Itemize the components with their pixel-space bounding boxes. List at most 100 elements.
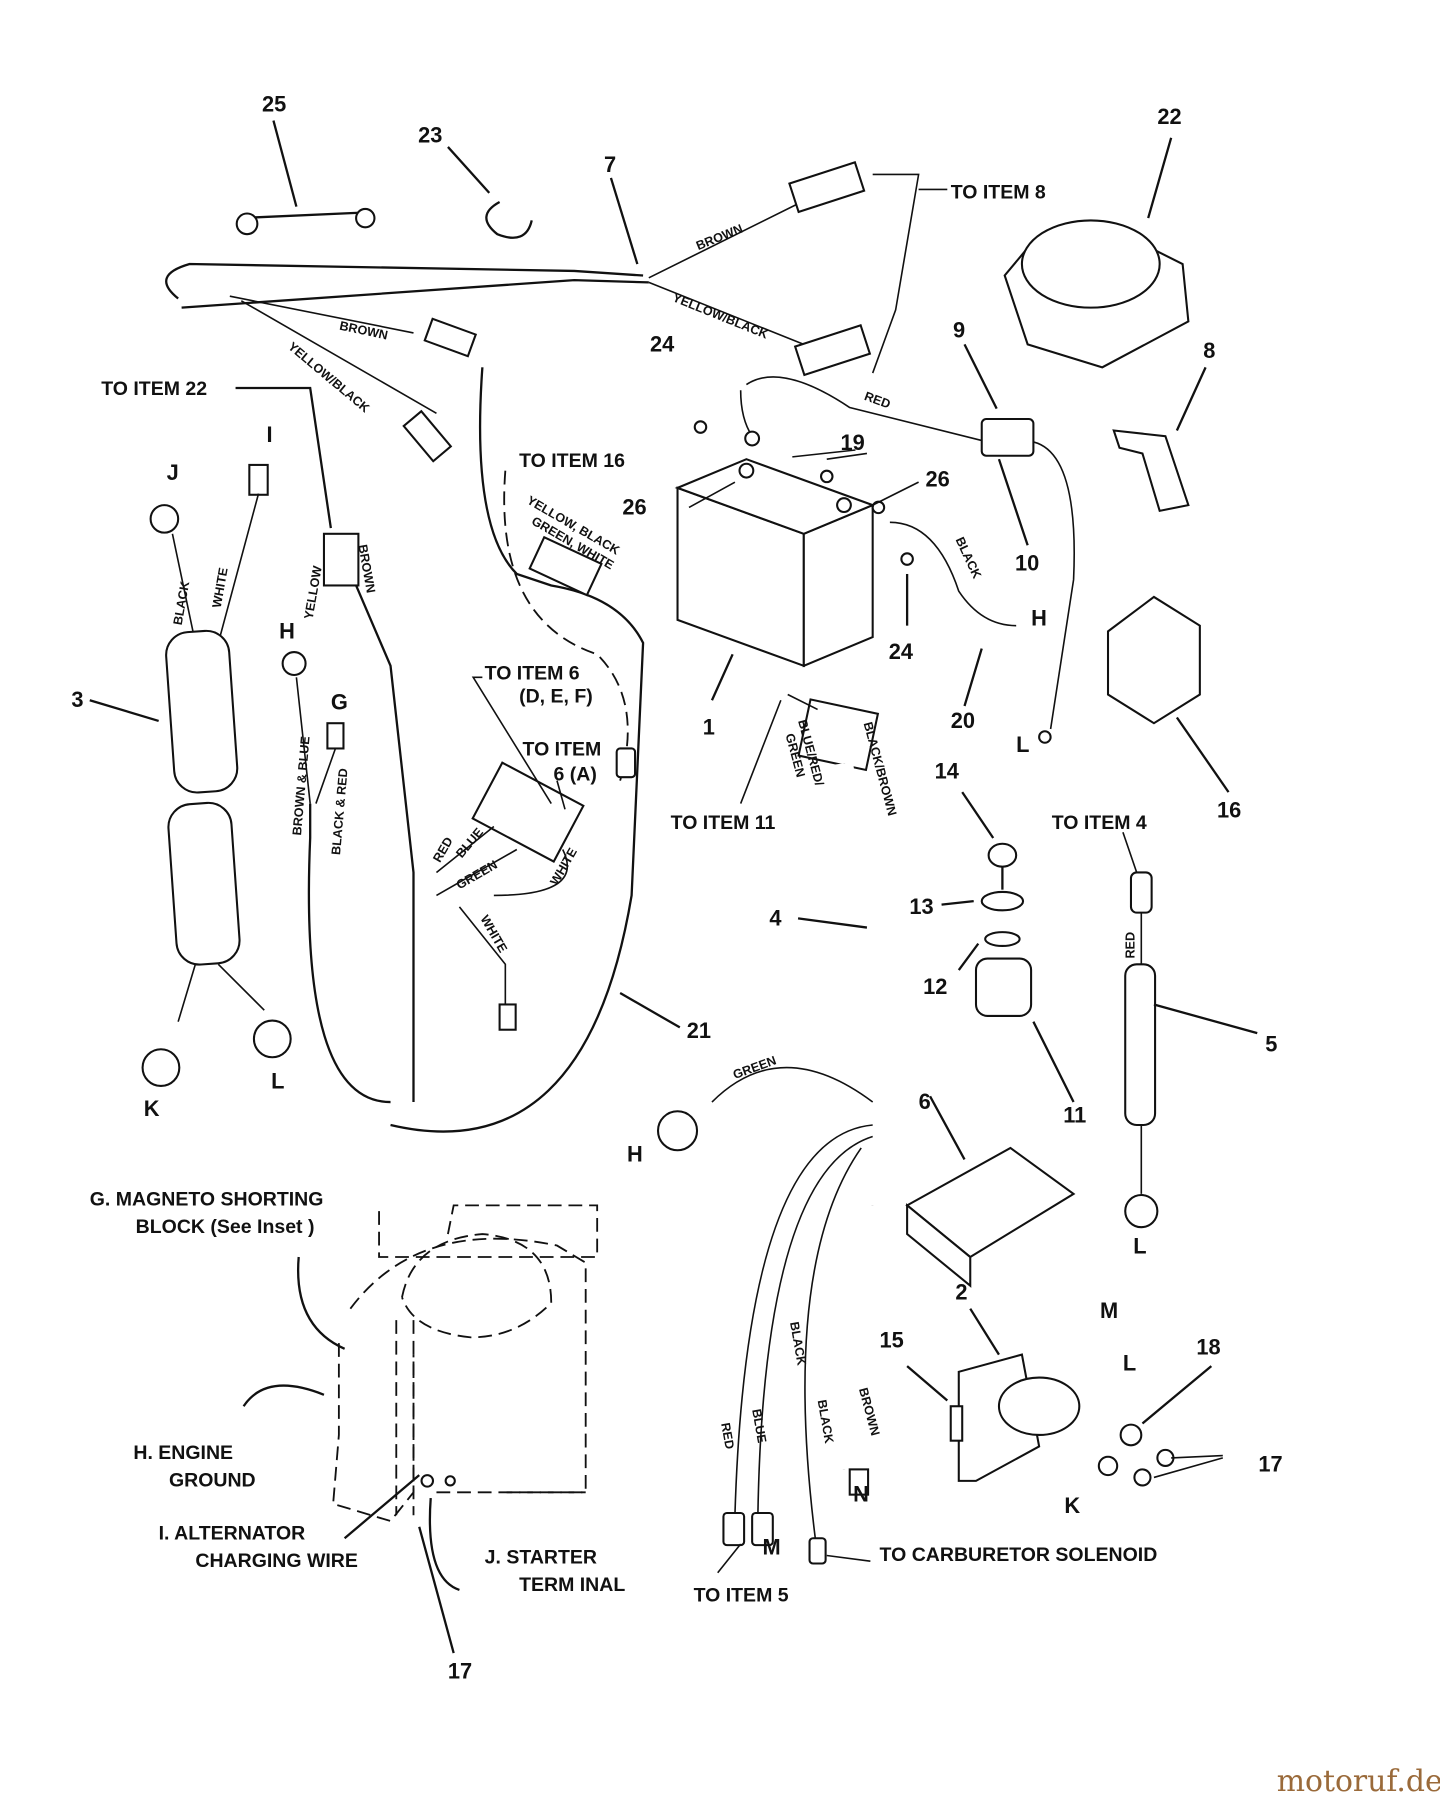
letter-l: L — [1123, 1351, 1136, 1376]
callout-7: 7 — [604, 152, 616, 177]
legend-i-cont: CHARGING WIRE — [195, 1550, 357, 1572]
wire-label: BLACK — [815, 1399, 836, 1445]
callout-17: 17 — [1258, 1452, 1282, 1477]
legend-h-cont: GROUND — [169, 1470, 256, 1492]
callout-19: 19 — [841, 430, 865, 455]
part-7-harness — [165, 160, 948, 463]
reference-labels: TO ITEM 8 TO ITEM 22 TO ITEM 16 TO ITEM … — [101, 182, 1157, 1607]
wire-label: BLUE — [749, 1408, 769, 1444]
callout-3: 3 — [71, 687, 83, 712]
callout-25: 25 — [262, 91, 286, 116]
callout-5: 5 — [1265, 1032, 1277, 1057]
callout-4: 4 — [769, 905, 781, 930]
callout-9: 9 — [953, 317, 965, 342]
ref-to-item-8: TO ITEM 8 — [951, 182, 1046, 204]
inset-legend: G. MAGNETO SHORTING BLOCK (See Inset ) H… — [90, 1188, 626, 1596]
part-6-connector — [905, 1095, 1076, 1288]
callout-2: 2 — [955, 1279, 967, 1304]
wire-label: WHITE — [210, 567, 231, 609]
wire-label: BROWN — [856, 1386, 882, 1437]
ref-to-item-22: TO ITEM 22 — [101, 378, 207, 400]
legend-g: G. MAGNETO SHORTING — [90, 1188, 324, 1210]
ref-to-item-16: TO ITEM 16 — [519, 450, 625, 472]
wire-label: YELLOW/BLACK — [671, 291, 770, 342]
callout-15: 15 — [880, 1328, 904, 1353]
callout-20: 20 — [951, 708, 975, 733]
part-25-cable-tie — [235, 120, 376, 236]
legend-j-cont: TERM INAL — [519, 1574, 625, 1596]
ref-to-carburetor-solenoid: TO CARBURETOR SOLENOID — [880, 1544, 1158, 1566]
callout-21: 21 — [687, 1018, 711, 1043]
callout-23: 23 — [418, 122, 442, 147]
wire-label: RED — [862, 389, 892, 411]
callout-11: 11 — [1063, 1103, 1086, 1128]
wire-label: BLACK — [953, 535, 984, 581]
part-22-module — [1003, 137, 1190, 369]
letter-g: G — [331, 689, 348, 714]
engine-inset — [242, 1204, 599, 1654]
part-9-10-red-cable — [739, 343, 1075, 744]
wire-label: BLACK — [171, 580, 192, 626]
letter-h: H — [1031, 606, 1047, 631]
ref-to-item-6a-pin: 6 (A) — [554, 764, 597, 786]
wire-label: BLACK — [787, 1321, 808, 1367]
callout-26: 26 — [622, 494, 646, 519]
callout-24b: 24 — [889, 639, 913, 664]
ref-to-item-5: TO ITEM 5 — [694, 1584, 789, 1606]
connection-letters: J I H G K L H L H L M L K N M — [144, 422, 1147, 1559]
letter-l: L — [1133, 1234, 1146, 1259]
callout-10: 10 — [1015, 551, 1039, 576]
letter-k: K — [144, 1096, 160, 1121]
wire-label: YELLOW — [302, 565, 325, 621]
letter-j: J — [167, 460, 179, 485]
callout-26b: 26 — [925, 467, 949, 492]
letter-i: I — [267, 422, 273, 447]
part-1-battery — [674, 420, 1017, 707]
letter-n: N — [853, 1482, 869, 1507]
wire-label: BLUE — [453, 825, 486, 860]
ref-to-item-6: TO ITEM 6 — [485, 663, 580, 685]
letter-h: H — [627, 1142, 643, 1167]
wire-label: GREEN — [731, 1053, 778, 1081]
legend-h: H. ENGINE — [133, 1442, 233, 1464]
ref-to-item-11: TO ITEM 11 — [671, 812, 776, 834]
callout-6: 6 — [919, 1089, 931, 1114]
wire-label: BROWN — [694, 222, 745, 253]
part-5-fuse-holder — [1122, 832, 1258, 1229]
wire-label: RED — [1123, 932, 1137, 959]
callout-24: 24 — [650, 331, 674, 356]
letter-h: H — [279, 618, 295, 643]
callout-17-inset: 17 — [448, 1658, 472, 1683]
callout-numbers: 1 2 3 4 5 6 7 8 9 10 11 12 13 14 15 16 1… — [71, 91, 1282, 1683]
callout-13: 13 — [909, 894, 933, 919]
part-16-relay — [1106, 595, 1230, 793]
callout-16: 16 — [1217, 797, 1241, 822]
callout-8: 8 — [1203, 338, 1215, 363]
legend-i: I. ALTERNATOR — [159, 1522, 306, 1544]
part-4-harness — [656, 693, 894, 1574]
letter-m: M — [762, 1534, 780, 1559]
part-21-harness — [235, 367, 681, 1133]
legend-j: J. STARTER — [485, 1547, 597, 1569]
callout-18: 18 — [1196, 1335, 1220, 1360]
wire-label: RED — [718, 1422, 736, 1451]
wire-label: BLACK & RED — [329, 768, 351, 856]
callout-1: 1 — [703, 715, 715, 740]
part-8-bracket — [1112, 366, 1207, 513]
ref-to-item-6a: TO ITEM — [523, 738, 602, 760]
part-3-lead — [89, 463, 292, 1088]
callout-22: 22 — [1157, 104, 1181, 129]
ref-to-item-4: TO ITEM 4 — [1052, 812, 1147, 834]
callout-12: 12 — [923, 974, 947, 999]
part-2-solenoid — [906, 1308, 1224, 1487]
callout-14: 14 — [935, 758, 959, 783]
part-11-14-switch — [941, 791, 1075, 1103]
part-23-clamp — [447, 146, 533, 239]
letter-l: L — [271, 1068, 284, 1093]
letter-l: L — [1016, 732, 1029, 757]
ref-to-item-6-pins: (D, E, F) — [519, 686, 593, 708]
legend-g-cont: BLOCK (See Inset ) — [136, 1216, 315, 1238]
watermark: motoruf.de — [1277, 1764, 1440, 1799]
letter-m: M — [1100, 1298, 1118, 1323]
